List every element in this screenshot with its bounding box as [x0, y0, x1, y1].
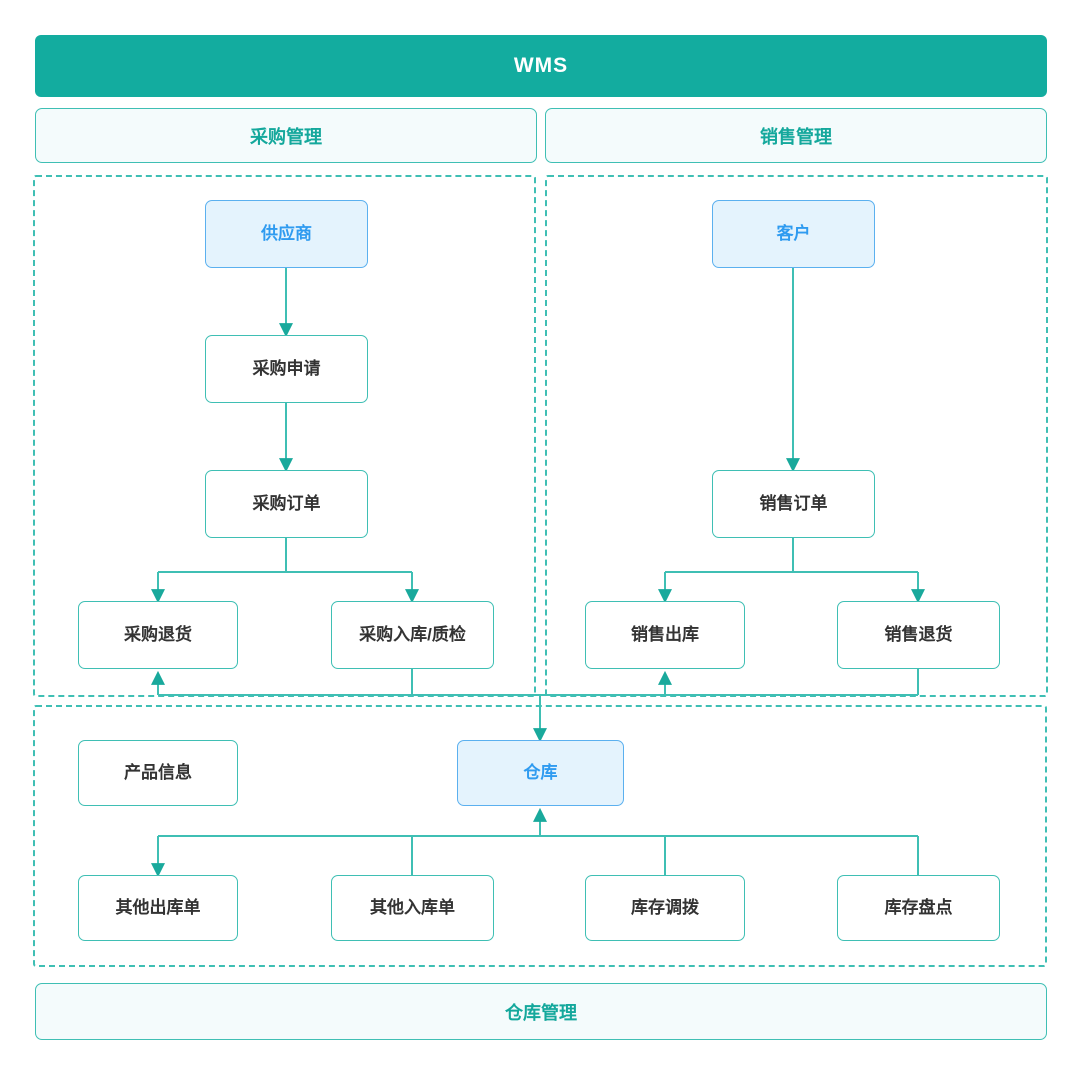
node-customer[interactable]: 客户 — [712, 200, 875, 268]
node-warehouse-label: 仓库 — [523, 762, 558, 782]
node-other-outbound[interactable]: 其他出库单 — [78, 875, 238, 941]
node-purchase-return-label: 采购退货 — [124, 624, 192, 644]
node-sales-outbound-label: 销售出库 — [631, 624, 699, 644]
node-purchase-request-label: 采购申请 — [252, 358, 321, 378]
node-customer-label: 客户 — [776, 223, 811, 243]
node-sales-return[interactable]: 销售退货 — [837, 601, 1000, 669]
node-sales-order-label: 销售订单 — [759, 493, 828, 513]
node-purchase-return[interactable]: 采购退货 — [78, 601, 238, 669]
node-sales-order[interactable]: 销售订单 — [712, 470, 875, 538]
group-container-sales — [545, 175, 1048, 697]
node-product-info[interactable]: 产品信息 — [78, 740, 238, 806]
node-other-outbound-label: 其他出库单 — [115, 897, 201, 917]
node-purchase-request[interactable]: 采购申请 — [205, 335, 368, 403]
section-header-warehouse: 仓库管理 — [35, 983, 1047, 1040]
node-stock-transfer-label: 库存调拨 — [631, 897, 699, 917]
node-supplier-label: 供应商 — [261, 223, 312, 243]
node-product-info-label: 产品信息 — [124, 762, 192, 782]
section-header-sales: 销售管理 — [545, 108, 1047, 163]
section-header-purchase: 采购管理 — [35, 108, 537, 163]
section-header-sales-label: 销售管理 — [760, 126, 832, 147]
node-purchase-inbound-label: 采购入库/质检 — [359, 624, 466, 644]
node-other-inbound-label: 其他入库单 — [370, 897, 455, 917]
section-header-warehouse-label: 仓库管理 — [505, 1002, 577, 1023]
node-stock-count-label: 库存盘点 — [884, 897, 953, 917]
node-stock-count[interactable]: 库存盘点 — [837, 875, 1000, 941]
page-title: WMS — [513, 54, 569, 77]
node-supplier[interactable]: 供应商 — [205, 200, 368, 268]
section-header-purchase-label: 采购管理 — [250, 126, 322, 147]
node-stock-transfer[interactable]: 库存调拨 — [585, 875, 745, 941]
node-warehouse[interactable]: 仓库 — [457, 740, 624, 806]
group-container-purchase — [33, 175, 536, 697]
node-other-inbound[interactable]: 其他入库单 — [331, 875, 494, 941]
node-purchase-inbound[interactable]: 采购入库/质检 — [331, 601, 494, 669]
node-purchase-order-label: 采购订单 — [252, 493, 321, 513]
node-purchase-order[interactable]: 采购订单 — [205, 470, 368, 538]
node-sales-outbound[interactable]: 销售出库 — [585, 601, 745, 669]
node-sales-return-label: 销售退货 — [884, 624, 953, 644]
diagram-title-bar: WMS — [35, 35, 1047, 97]
